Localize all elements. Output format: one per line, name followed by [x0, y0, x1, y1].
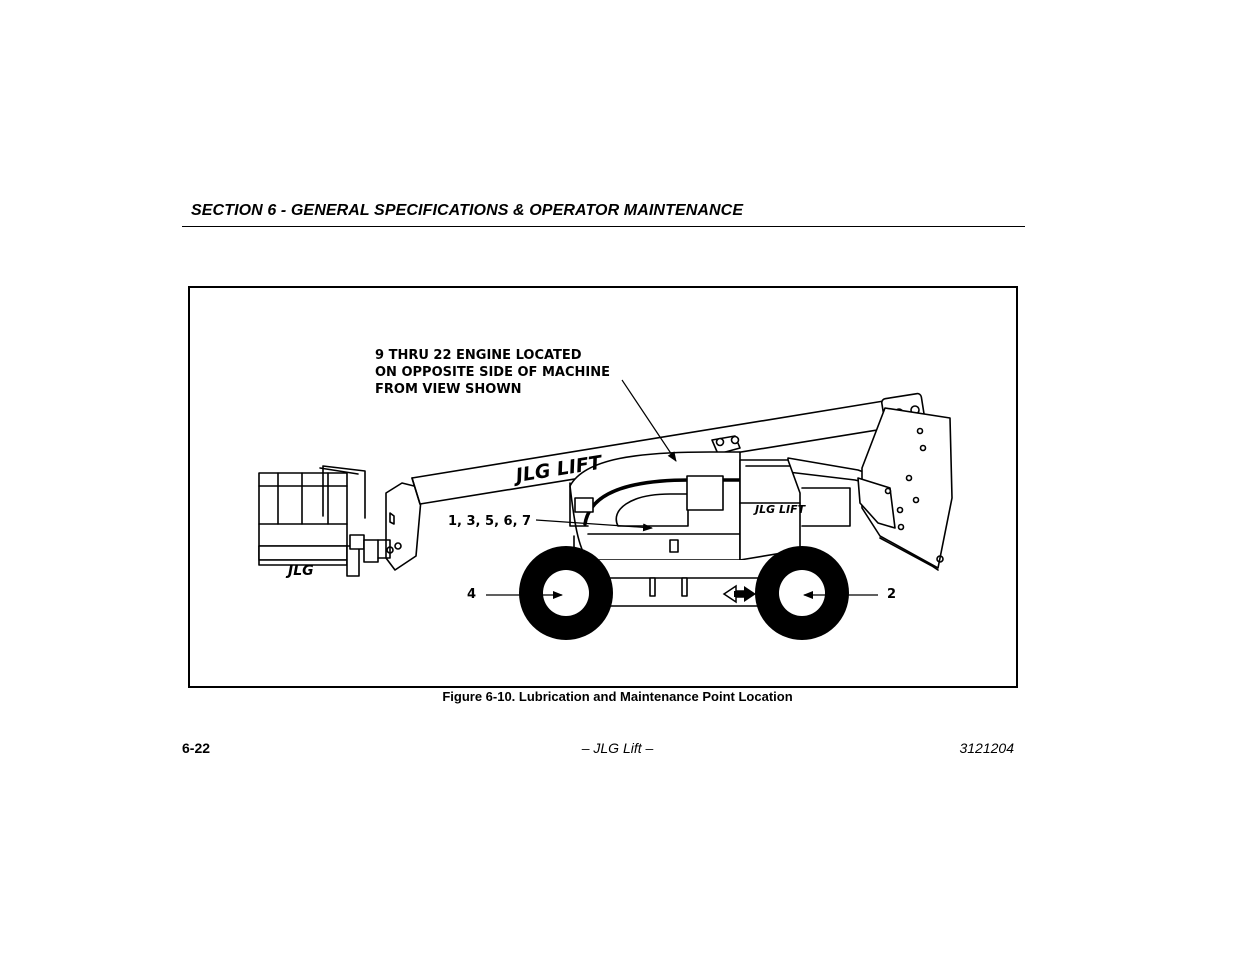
basket-decal: JLG [285, 563, 314, 579]
platform-basket [258, 465, 379, 577]
figure-caption: Figure 6-10. Lubrication and Maintenance… [442, 689, 793, 704]
rear-wheel [519, 546, 613, 640]
section-title: SECTION 6 - GENERAL SPECIFICATIONS & OPE… [191, 202, 744, 219]
callout-point-2: 2 [887, 587, 897, 602]
turntable [569, 451, 851, 561]
jib-rotator [377, 482, 423, 571]
hood-decal: JLG LIFT [753, 503, 807, 516]
callout-point-4: 4 [467, 587, 477, 602]
lift-cylinder [787, 407, 953, 571]
boom-lift-illustration: JLG LIFT JLG LIFT JLG [258, 379, 953, 640]
page-number: 6-22 [182, 740, 211, 756]
header-rule [182, 226, 1025, 227]
callout-points-1-3-5-6-7: 1, 3, 5, 6, 7 [448, 514, 532, 529]
leader-body-points [535, 519, 653, 532]
leader-engine-note [621, 379, 677, 462]
front-wheel [755, 546, 849, 640]
document-number: 3121204 [959, 740, 1014, 756]
footer-title: – JLG Lift – [581, 740, 654, 756]
callout-engine-note: 9 THRU 22 ENGINE LOCATED ON OPPOSITE SID… [375, 348, 610, 397]
figure-frame: JLG LIFT JLG LIFT JLG 9 THRU 22 ENGINE L… [188, 286, 1018, 688]
drive-direction-arrow [722, 584, 756, 604]
